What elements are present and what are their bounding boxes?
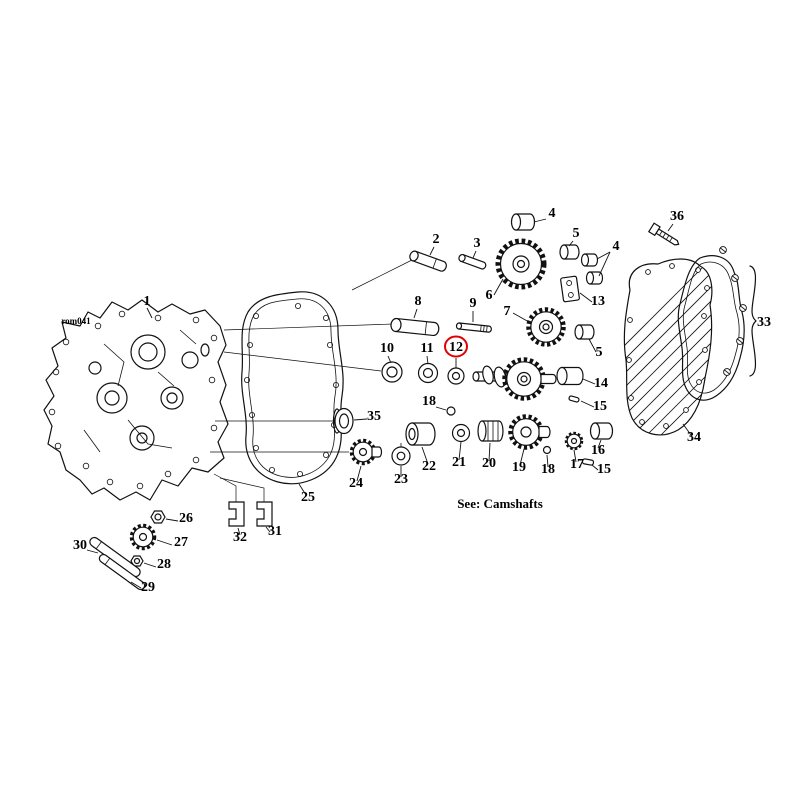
part-pin-3 — [458, 253, 487, 270]
part-label-32: 32 — [233, 530, 247, 545]
part-label-34: 34 — [687, 430, 701, 445]
part-gasket-case — [241, 291, 344, 485]
part-ball-18a — [446, 406, 456, 416]
part-label-17: 17 — [570, 457, 584, 472]
part-label-16: 16 — [591, 443, 605, 458]
part-key-15a — [568, 395, 580, 403]
part-label-31: 31 — [268, 524, 282, 539]
part-label-10: 10 — [380, 341, 394, 356]
part-roller-16 — [589, 422, 614, 440]
part-label-7: 7 — [504, 304, 511, 319]
part-washer-12 — [447, 367, 465, 385]
brace-33 — [749, 265, 757, 377]
part-coupling-17 — [564, 431, 584, 451]
gasket-screws — [719, 246, 747, 376]
part-label-22: 22 — [422, 459, 436, 474]
gasket-bolt-holes — [243, 302, 339, 477]
part-label-29: 29 — [141, 580, 155, 595]
part-label-4: 4 — [613, 239, 620, 254]
part-washer-21 — [451, 423, 471, 443]
part-nut-28 — [130, 555, 144, 567]
part-bracket-31 — [256, 501, 273, 527]
part-label-28: 28 — [157, 557, 171, 572]
part-label-25: 25 — [301, 490, 315, 505]
part-gear-24 — [349, 438, 383, 466]
part-pin-9 — [455, 322, 492, 333]
part-rod-29 — [98, 553, 146, 591]
part-plate-13 — [560, 275, 580, 303]
part-label-15: 15 — [593, 399, 607, 414]
part-label-30: 30 — [73, 538, 87, 553]
part-gear-6 — [495, 238, 547, 290]
part-spline-sleeve-20 — [477, 420, 504, 442]
part-label-11: 11 — [420, 341, 433, 356]
diagram-code: rom041 — [61, 316, 91, 326]
part-label-18: 18 — [541, 462, 555, 477]
part-cam-cover — [623, 258, 713, 436]
part-bushing-4b — [580, 253, 604, 285]
part-label-24: 24 — [349, 476, 363, 491]
part-crankcase — [43, 299, 229, 501]
part-gasket-cover — [677, 246, 757, 401]
part-bushing-5b — [574, 324, 595, 340]
part-label-9: 9 — [470, 296, 477, 311]
part-label-12: 12 — [449, 340, 463, 355]
construction-lines — [210, 258, 415, 502]
highlight-circle — [444, 335, 468, 358]
part-label-20: 20 — [482, 456, 496, 471]
part-bushing-14 — [556, 366, 584, 386]
part-sprocket-27 — [129, 523, 157, 551]
part-bushing-5a — [559, 244, 580, 260]
part-tappet-35 — [332, 407, 354, 435]
part-label-23: 23 — [394, 472, 408, 487]
part-camshaft-assembly — [472, 357, 557, 401]
crankcase-bolt-holes — [48, 310, 218, 490]
part-label-5: 5 — [596, 345, 603, 360]
part-bushing-4a — [510, 213, 536, 231]
part-gear-7 — [526, 307, 566, 347]
leader-lines — [86, 218, 692, 589]
part-label-26: 26 — [179, 511, 193, 526]
part-label-4: 4 — [549, 206, 556, 221]
part-ball-18b — [542, 445, 552, 455]
part-gear-19 — [508, 414, 551, 450]
part-label-36: 36 — [670, 209, 684, 224]
part-label-18: 18 — [422, 394, 436, 409]
part-label-1: 1 — [144, 294, 151, 309]
part-nut-26 — [150, 510, 166, 524]
part-washer-11 — [417, 362, 439, 384]
part-label-14: 14 — [594, 376, 608, 391]
part-screw-36 — [647, 222, 680, 246]
part-washer-23 — [391, 443, 411, 466]
part-bracket-32 — [228, 501, 245, 527]
part-label-13: 13 — [591, 294, 605, 309]
part-label-8: 8 — [415, 294, 422, 309]
part-label-5: 5 — [573, 226, 580, 241]
part-key-15b — [581, 458, 595, 466]
part-bushing-22 — [405, 422, 436, 446]
part-label-2: 2 — [433, 232, 440, 247]
part-label-35: 35 — [367, 409, 381, 424]
part-label-6: 6 — [486, 288, 493, 303]
part-pin-2 — [409, 250, 447, 272]
part-label-3: 3 — [474, 236, 481, 251]
part-label-33: 33 — [757, 315, 771, 330]
part-label-15: 15 — [597, 462, 611, 477]
camshafts-note: See: Camshafts — [457, 496, 543, 511]
part-label-27: 27 — [174, 535, 188, 550]
part-label-21: 21 — [452, 455, 466, 470]
part-shaft-8 — [390, 317, 440, 337]
part-label-19: 19 — [512, 460, 526, 475]
part-bushing-10 — [381, 361, 403, 383]
